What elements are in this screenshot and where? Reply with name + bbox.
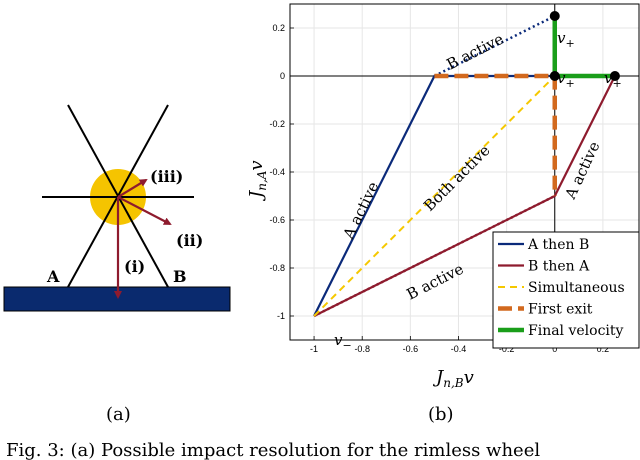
x-tick-label: -0.6	[403, 344, 419, 354]
velocity-point-0	[549, 11, 560, 21]
y-tick-label: -1	[277, 311, 285, 321]
panel-b: -1 -0.8 -0.6 -0.4 -0.2 0 0.2 -1 -0.8 -0.6 -0.4 -0.2…	[246, 3, 640, 425]
x-tick-label: 0.2	[597, 344, 610, 354]
sublabel-a: (a)	[106, 404, 131, 425]
label-b: B	[173, 267, 187, 286]
legend-label-first-exit: First exit	[528, 302, 593, 318]
chart-ticks: -1 -0.8 -0.6 -0.4 -0.2 0 0.2 -1 -0.8 -0.6 -0.4 -0.2…	[269, 23, 609, 354]
plus-subscript: +	[565, 37, 574, 50]
arrow-ii	[117, 196, 172, 225]
point-label-v-plus-right: v+	[604, 69, 622, 90]
arrow-iii	[117, 178, 148, 198]
chart-points	[549, 11, 620, 81]
legend-label-simultaneous: Simultaneous	[528, 280, 625, 296]
y-tick-label: -0.8	[269, 263, 285, 273]
y-tick-label: 0	[280, 71, 285, 81]
caption-text: Fig. 3: (a) Possible impact resolution f…	[6, 440, 541, 460]
y-tick-label: 0.2	[272, 23, 285, 33]
figure-caption: Fig. 3: (a) Possible impact resolution f…	[0, 440, 640, 460]
plot-frame	[289, 3, 640, 341]
legend-label-b-then-a: B then A	[528, 259, 590, 275]
panel-a: (i) (ii) (iii) A B (a)	[3, 104, 231, 425]
x-axis-label: Jn,Bv	[432, 367, 474, 390]
annotation-b-active-top: B active	[444, 30, 507, 74]
y-tick-label: -0.2	[269, 119, 285, 129]
velocity-point-1	[549, 71, 560, 81]
series-simultaneous	[313, 75, 556, 317]
label-a: A	[46, 267, 60, 286]
x-tick-label: -0.4	[451, 344, 467, 354]
point-label-v-minus: v−	[334, 331, 352, 352]
label-iii: (iii)	[150, 167, 183, 186]
y-axis-label: Jn,Av	[246, 160, 269, 202]
legend-label-a-then-b: A then B	[527, 237, 589, 253]
label-i: (i)	[124, 257, 145, 276]
point-label-v-plus-top: v+	[557, 29, 575, 50]
annotation-both-active: Both active	[420, 141, 494, 215]
label-ii: (ii)	[176, 231, 203, 250]
point-label-v-plus-mid: v+	[557, 69, 575, 90]
minus-subscript: −	[342, 339, 351, 352]
x-tick-label: -1	[310, 344, 318, 354]
sublabel-b: (b)	[428, 404, 454, 425]
plus-subscript: +	[565, 77, 574, 90]
annotation-a-active-left: A active	[339, 179, 382, 243]
legend-label-final-velocity: Final velocity	[528, 323, 624, 339]
x-tick-label: 0	[552, 344, 557, 354]
velocity-point-2	[609, 71, 620, 81]
y-tick-label: -0.6	[269, 215, 285, 225]
plus-subscript: +	[612, 77, 621, 90]
x-tick-label: -0.2	[499, 344, 515, 354]
x-tick-label: -0.8	[354, 344, 370, 354]
y-tick-label: -0.4	[269, 167, 285, 177]
